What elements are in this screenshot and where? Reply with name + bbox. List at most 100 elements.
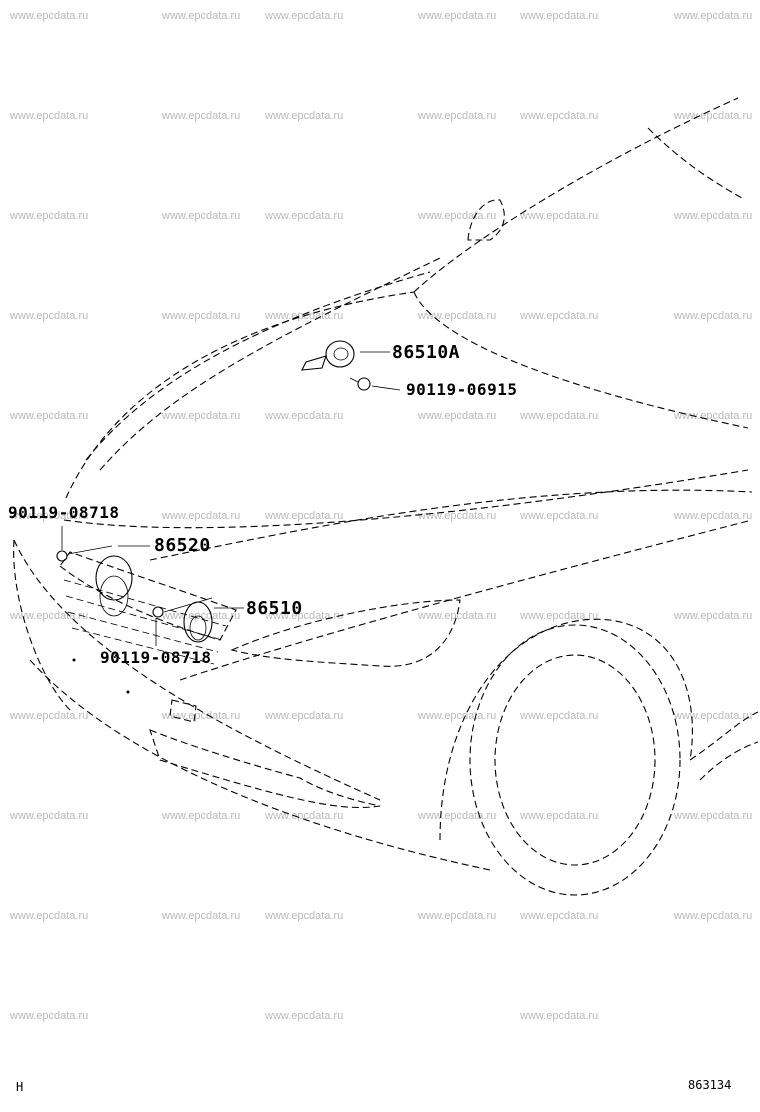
watermark-text: www.epcdata.ru <box>162 810 241 822</box>
watermark-text: www.epcdata.ru <box>162 910 241 922</box>
watermark-text: www.epcdata.ru <box>674 810 753 822</box>
watermark-text: www.epcdata.ru <box>162 10 241 22</box>
watermark-text: www.epcdata.ru <box>162 210 241 222</box>
tire-outer <box>469 624 681 896</box>
watermark-text: www.epcdata.ru <box>520 710 599 722</box>
marker-dot <box>72 658 76 662</box>
watermark-text: www.epcdata.ru <box>674 910 753 922</box>
watermark-text: www.epcdata.ru <box>265 110 344 122</box>
hood-crease-2 <box>99 257 441 471</box>
watermark-text: www.epcdata.ru <box>10 410 89 422</box>
watermark-text: www.epcdata.ru <box>10 710 89 722</box>
watermark-text: www.epcdata.ru <box>162 410 241 422</box>
watermark-text: www.epcdata.ru <box>674 710 753 722</box>
watermark-text: www.epcdata.ru <box>520 310 599 322</box>
callout-bolt-high[interactable]: 90119-06915 <box>406 380 518 399</box>
watermark-text: www.epcdata.ru <box>265 610 344 622</box>
watermark-text: www.epcdata.ru <box>10 10 89 22</box>
callout-horn-low-right[interactable]: 86510 <box>246 598 303 619</box>
bumper-front <box>13 539 381 801</box>
watermark-text: www.epcdata.ru <box>10 310 89 322</box>
watermark-text: www.epcdata.ru <box>418 110 497 122</box>
watermark-text: www.epcdata.ru <box>10 910 89 922</box>
roof-edge <box>647 127 743 199</box>
watermark-text: www.epcdata.ru <box>418 410 497 422</box>
watermark-text: www.epcdata.ru <box>162 710 241 722</box>
watermark-text: www.epcdata.ru <box>10 110 89 122</box>
fender-lower <box>179 519 753 681</box>
watermark-text: www.epcdata.ru <box>418 810 497 822</box>
windshield-lower <box>413 291 749 429</box>
callout-bolt-center[interactable]: 90119-08718 <box>100 648 212 667</box>
watermark-text: www.epcdata.ru <box>265 410 344 422</box>
watermark-text: www.epcdata.ru <box>418 710 497 722</box>
grille-bar-2 <box>65 595 223 641</box>
bumper-lower <box>29 659 491 871</box>
hood-rear-edge <box>63 469 749 529</box>
tow-hook-cover <box>169 699 197 723</box>
side-sill <box>689 711 759 761</box>
watermark-text: www.epcdata.ru <box>674 510 753 522</box>
watermark-text: www.epcdata.ru <box>265 910 344 922</box>
figure-number: 863134 <box>688 1078 732 1092</box>
watermark-text: www.epcdata.ru <box>418 10 497 22</box>
callout-horn-high[interactable]: 86510A <box>392 342 461 363</box>
watermark-text: www.epcdata.ru <box>162 110 241 122</box>
watermark-text: www.epcdata.ru <box>10 810 89 822</box>
watermark-text: www.epcdata.ru <box>674 610 753 622</box>
watermark-text: www.epcdata.ru <box>674 210 753 222</box>
hood-front-edge <box>65 291 415 499</box>
watermark-text: www.epcdata.ru <box>265 810 344 822</box>
windshield-edge <box>413 97 739 293</box>
horn-low-right-part <box>183 601 244 643</box>
watermark-text: www.epcdata.ru <box>418 910 497 922</box>
watermark-text: www.epcdata.ru <box>520 510 599 522</box>
watermark-text: www.epcdata.ru <box>265 710 344 722</box>
watermark-text: www.epcdata.ru <box>265 1010 344 1022</box>
watermark-text: www.epcdata.ru <box>520 110 599 122</box>
callout-bolt-left[interactable]: 90119-08718 <box>8 503 120 522</box>
grille-bar-4 <box>71 627 215 665</box>
watermark-text: www.epcdata.ru <box>674 10 753 22</box>
marker-dot <box>126 690 130 694</box>
fender-line <box>149 489 753 561</box>
wheel-arch <box>439 618 693 841</box>
grille-bar-3 <box>67 611 219 653</box>
watermark-text: www.epcdata.ru <box>520 910 599 922</box>
fog-lamp <box>149 729 381 808</box>
watermark-text: www.epcdata.ru <box>418 310 497 322</box>
watermark-text: www.epcdata.ru <box>265 210 344 222</box>
side-mirror <box>467 199 505 241</box>
watermark-text: www.epcdata.ru <box>418 610 497 622</box>
side-sill-2 <box>699 741 759 781</box>
watermark-text: www.epcdata.ru <box>265 10 344 22</box>
grille-outline <box>59 551 237 641</box>
watermark-text: www.epcdata.ru <box>520 1010 599 1022</box>
hood-crease-1 <box>85 271 431 461</box>
watermark-text: www.epcdata.ru <box>10 610 89 622</box>
watermark-text: www.epcdata.ru <box>674 310 753 322</box>
watermark-text: www.epcdata.ru <box>674 110 753 122</box>
watermark-text: www.epcdata.ru <box>10 210 89 222</box>
watermark-text: www.epcdata.ru <box>520 410 599 422</box>
bumper-upper <box>13 539 71 711</box>
footer-left-code: H <box>16 1080 24 1094</box>
bolt-center-part <box>152 597 213 646</box>
watermark-text: www.epcdata.ru <box>520 610 599 622</box>
watermark-text: www.epcdata.ru <box>520 210 599 222</box>
watermark-text: www.epcdata.ru <box>162 510 241 522</box>
bolt-high-part <box>349 377 401 391</box>
callout-horn-low-left[interactable]: 86520 <box>154 535 211 556</box>
watermark-text: www.epcdata.ru <box>10 510 89 522</box>
tire-inner <box>494 654 656 866</box>
watermark-text: www.epcdata.ru <box>674 410 753 422</box>
bolt-left-part <box>56 526 113 562</box>
watermark-text: www.epcdata.ru <box>10 1010 89 1022</box>
headlight <box>230 599 461 667</box>
grille-bar-1 <box>63 579 227 627</box>
horn-low-left-part <box>95 545 150 617</box>
horn-high-part <box>301 340 390 371</box>
watermark-text: www.epcdata.ru <box>265 510 344 522</box>
watermark-text: www.epcdata.ru <box>162 310 241 322</box>
